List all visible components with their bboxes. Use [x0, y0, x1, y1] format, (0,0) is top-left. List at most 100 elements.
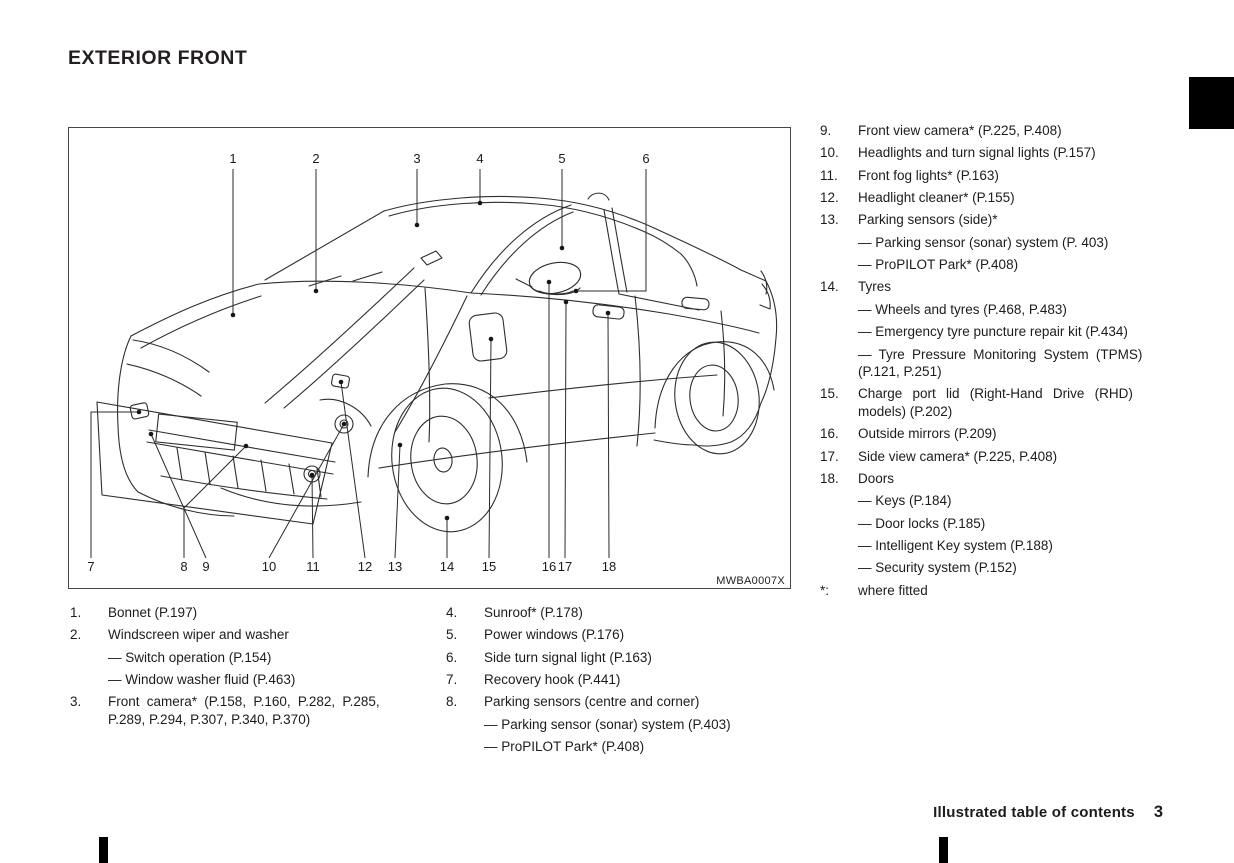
legend-item-number: 7. [446, 672, 458, 688]
legend-item-text: Recovery hook (P.441) [484, 672, 621, 688]
legend-item-number: 16. [820, 426, 839, 442]
legend-item: — Keys (P.184) [820, 493, 952, 508]
callout-15: 15 [482, 336, 496, 574]
legend-item: 18.Doors [820, 471, 894, 486]
legend-item-number: 17. [820, 448, 839, 464]
legend-item-number: 11. [820, 167, 838, 183]
legend-item: — ProPILOT Park* (P.408) [446, 739, 644, 754]
callout-10: 10 [262, 421, 347, 574]
callout-number: 9 [202, 559, 209, 574]
legend-item: 9.Front view camera* (P.225, P.408) [820, 123, 1062, 138]
legend-item-text: Side view camera* (P.225, P.408) [858, 448, 1058, 464]
footer-section-title: Illustrated table of contents [933, 804, 1135, 821]
legend-item: 2. Windscreen wiper and washer [70, 627, 289, 642]
legend-item: — Security system (P.152) [820, 560, 1017, 575]
legend-item-text: — Parking sensor (sonar) system (P. 403) [858, 234, 1109, 250]
callout-3: 3 [413, 151, 421, 228]
legend-item: — Door locks (P.185) [820, 516, 985, 531]
callout-5: 5 [558, 151, 566, 251]
callout-6: 6 [573, 151, 650, 294]
callout-7: 7 [87, 409, 142, 574]
callout-number: 4 [476, 151, 483, 166]
legend-item: P.289, P.294, P.307, P.340, P.370) [70, 712, 310, 727]
legend-item: (P.121, P.251) [820, 364, 942, 379]
callout-2: 2 [312, 151, 320, 294]
callout-number: 14 [440, 559, 454, 574]
legend-item-number: 3. [70, 694, 82, 710]
legend-item-number: 1. [70, 605, 82, 620]
legend-item: — Window washer fluid (P.463) [70, 672, 295, 687]
callout-number: 11 [306, 559, 320, 574]
legend-item-text: models) (P.202) [858, 403, 953, 419]
print-mark-right [939, 837, 948, 863]
page-footer: Illustrated table of contents 3 [933, 803, 1163, 822]
legend-item-number: 18. [820, 470, 839, 486]
legend-item: 11.Front fog lights* (P.163) [820, 168, 999, 183]
legend-item: 6.Side turn signal light (P.163) [446, 650, 652, 665]
legend-item-text: Windscreen wiper and washer [108, 627, 289, 643]
callout-number: 12 [358, 559, 372, 574]
legend-item-text: Parking sensors (centre and corner) [484, 694, 700, 710]
legend-item-text: Tyres [858, 279, 892, 295]
callout-14: 14 [440, 515, 454, 574]
legend-item-number: 14. [820, 279, 839, 295]
callout-11: 11 [306, 472, 320, 574]
legend-item: 12. Headlight cleaner* (P.155) [820, 190, 1015, 205]
legend-item-text: Parking sensors (side)* [858, 212, 998, 228]
legend-item-text: — ProPILOT Park* (P.408) [484, 739, 645, 755]
legend-item-number: 5. [446, 627, 458, 643]
legend-item-text: Headlight cleaner* (P.155) [858, 190, 1015, 206]
print-mark-left [99, 837, 108, 863]
callout-4: 4 [476, 151, 484, 206]
legend-item-number: 12. [820, 190, 839, 206]
legend-item-text: — Keys (P.184) [858, 493, 952, 509]
legend-item: 15.Charge port lid (Right-Hand Drive (RH… [820, 386, 1133, 401]
legend-item: 17. Side view camera* (P.225, P.408) [820, 449, 1057, 464]
legend-item: 16.Outside mirrors (P.209) [820, 426, 997, 441]
legend-item: 10.Headlights and turn signal lights (P.… [820, 145, 1096, 160]
callout-16: 16 [542, 279, 556, 574]
legend-item: — ProPILOT Park* (P.408) [820, 257, 1018, 272]
callout-number: 2 [312, 151, 319, 166]
legend-item: 7. Recovery hook (P.441) [446, 672, 620, 687]
legend-item-text: (P.121, P.251) [858, 364, 942, 379]
legend-item-text: P.289, P.294, P.307, P.340, P.370) [108, 711, 311, 727]
callout-number: 15 [482, 559, 496, 574]
legend-item: — Wheels and tyres (P.468, P.483) [820, 302, 1067, 317]
legend-item-number: 9. [820, 123, 832, 138]
callout-18: 18 [602, 310, 616, 574]
legend-item-number: *: [820, 582, 830, 598]
legend-item: 3. Front camera* (P.158, P.160, P.282, P.… [70, 694, 380, 709]
callout-number: 7 [87, 559, 94, 574]
legend-item-number: 13. [820, 212, 839, 228]
legend-item: 13. Parking sensors (side)* [820, 212, 998, 227]
callout-number: 6 [642, 151, 649, 166]
legend-item: — Switch operation (P.154) [70, 650, 271, 665]
car-drawing [96, 192, 778, 533]
legend-item: — Parking sensor (sonar) system (P.403) [446, 717, 731, 732]
legend-item-text: Sunroof* (P.178) [484, 605, 583, 620]
print-edge-tab [1189, 77, 1234, 129]
callout-12: 12 [338, 379, 372, 574]
legend-item-text: Front camera* (P.158, P.160, P.282, P.28… [108, 694, 380, 710]
callout-number: 18 [602, 559, 616, 574]
legend-item: 5.Power windows (P.176) [446, 627, 624, 642]
legend-item-number: 4. [446, 605, 458, 620]
legend-item-text: — Wheels and tyres (P.468, P.483) [858, 301, 1067, 317]
legend-item: *:where fitted [820, 583, 928, 598]
footer-page-number: 3 [1153, 803, 1163, 821]
legend-item-number: 2. [70, 627, 82, 643]
callout-17: 17 [558, 299, 572, 574]
legend-item-text: — Switch operation (P.154) [108, 649, 272, 665]
callout-number: 1 [229, 151, 236, 166]
legend-item-text: — Window washer fluid (P.463) [108, 672, 296, 688]
legend-item-text: Bonnet (P.197) [108, 605, 198, 620]
legend-item: models) (P.202) [820, 404, 952, 419]
legend-item: — Emergency tyre puncture repair kit (P.… [820, 324, 1128, 339]
legend-item-text: Side turn signal light (P.163) [484, 649, 652, 665]
legend-item: — Tyre Pressure Monitoring System (TPMS) [820, 347, 1142, 362]
callout-9: 9 [148, 431, 210, 574]
